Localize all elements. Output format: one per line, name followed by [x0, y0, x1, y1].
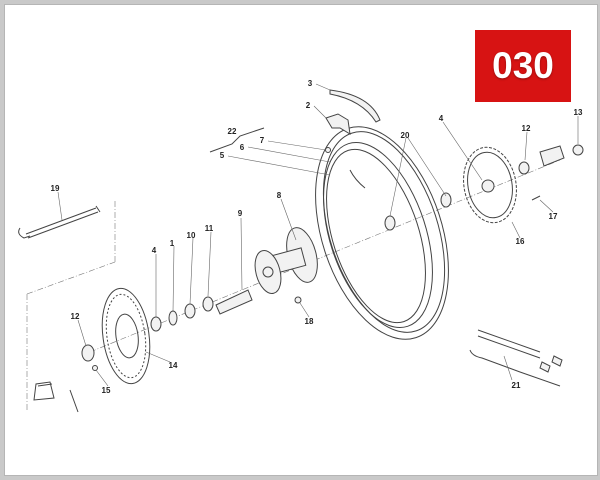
callout-3: 3: [308, 79, 313, 88]
callout-1: 1: [170, 239, 175, 248]
callout-17: 17: [549, 212, 558, 221]
wheel-axle: [18, 205, 101, 239]
valve-cap: [325, 147, 331, 153]
callout-16: 16: [516, 237, 525, 246]
seal-4: [150, 316, 162, 332]
brake-disc: [101, 287, 151, 385]
rim-tape: [329, 89, 381, 123]
assembly-axis: [89, 159, 561, 353]
callout-6: 6: [240, 143, 245, 152]
drive-chain: [477, 329, 563, 373]
bearing-10: [184, 303, 196, 319]
bearing-20: [384, 215, 396, 231]
callout-20: 20: [401, 131, 410, 140]
callout-4: 4: [152, 246, 157, 255]
callout-15: 15: [102, 386, 111, 395]
callout-18: 18: [305, 317, 314, 326]
callout-11: 11: [205, 224, 214, 233]
callout-22: 22: [228, 127, 237, 136]
callout-13: 13: [574, 108, 583, 117]
rear-sprocket: [463, 146, 517, 224]
callout-9: 9: [238, 209, 243, 218]
circlip-1: [168, 310, 178, 326]
bearing-20b: [440, 192, 452, 208]
nut-18: [294, 296, 302, 304]
callout-4: 4: [439, 114, 444, 123]
callout-2: 2: [306, 101, 311, 110]
bolt-15: [92, 365, 98, 371]
leader-lines: [57, 83, 579, 387]
callout-8: 8: [277, 191, 282, 200]
nut-13: [572, 144, 584, 156]
wheel-rim: [315, 126, 449, 340]
callout-21: 21: [512, 381, 521, 390]
axle-guide-line: [26, 200, 116, 412]
swingarm-end: [33, 381, 79, 413]
spacer-12: [81, 344, 95, 362]
tube-protector: [325, 113, 351, 135]
callout-10: 10: [187, 231, 196, 240]
section-number-badge: 030: [475, 30, 571, 102]
spacer-12-right: [518, 161, 530, 175]
callout-5: 5: [220, 151, 225, 160]
bush-11: [202, 296, 214, 312]
brace-21: [469, 349, 561, 387]
callout-7: 7: [260, 136, 265, 145]
wheel-hub: [254, 227, 318, 294]
chain-adjuster: [539, 145, 565, 167]
callout-12: 12: [71, 312, 80, 321]
bolt-17: [531, 195, 541, 201]
callout-14: 14: [169, 361, 178, 370]
spacer-tube: [215, 289, 253, 315]
brace-22: [209, 127, 265, 153]
callout-12: 12: [522, 124, 531, 133]
callout-19: 19: [51, 184, 60, 193]
